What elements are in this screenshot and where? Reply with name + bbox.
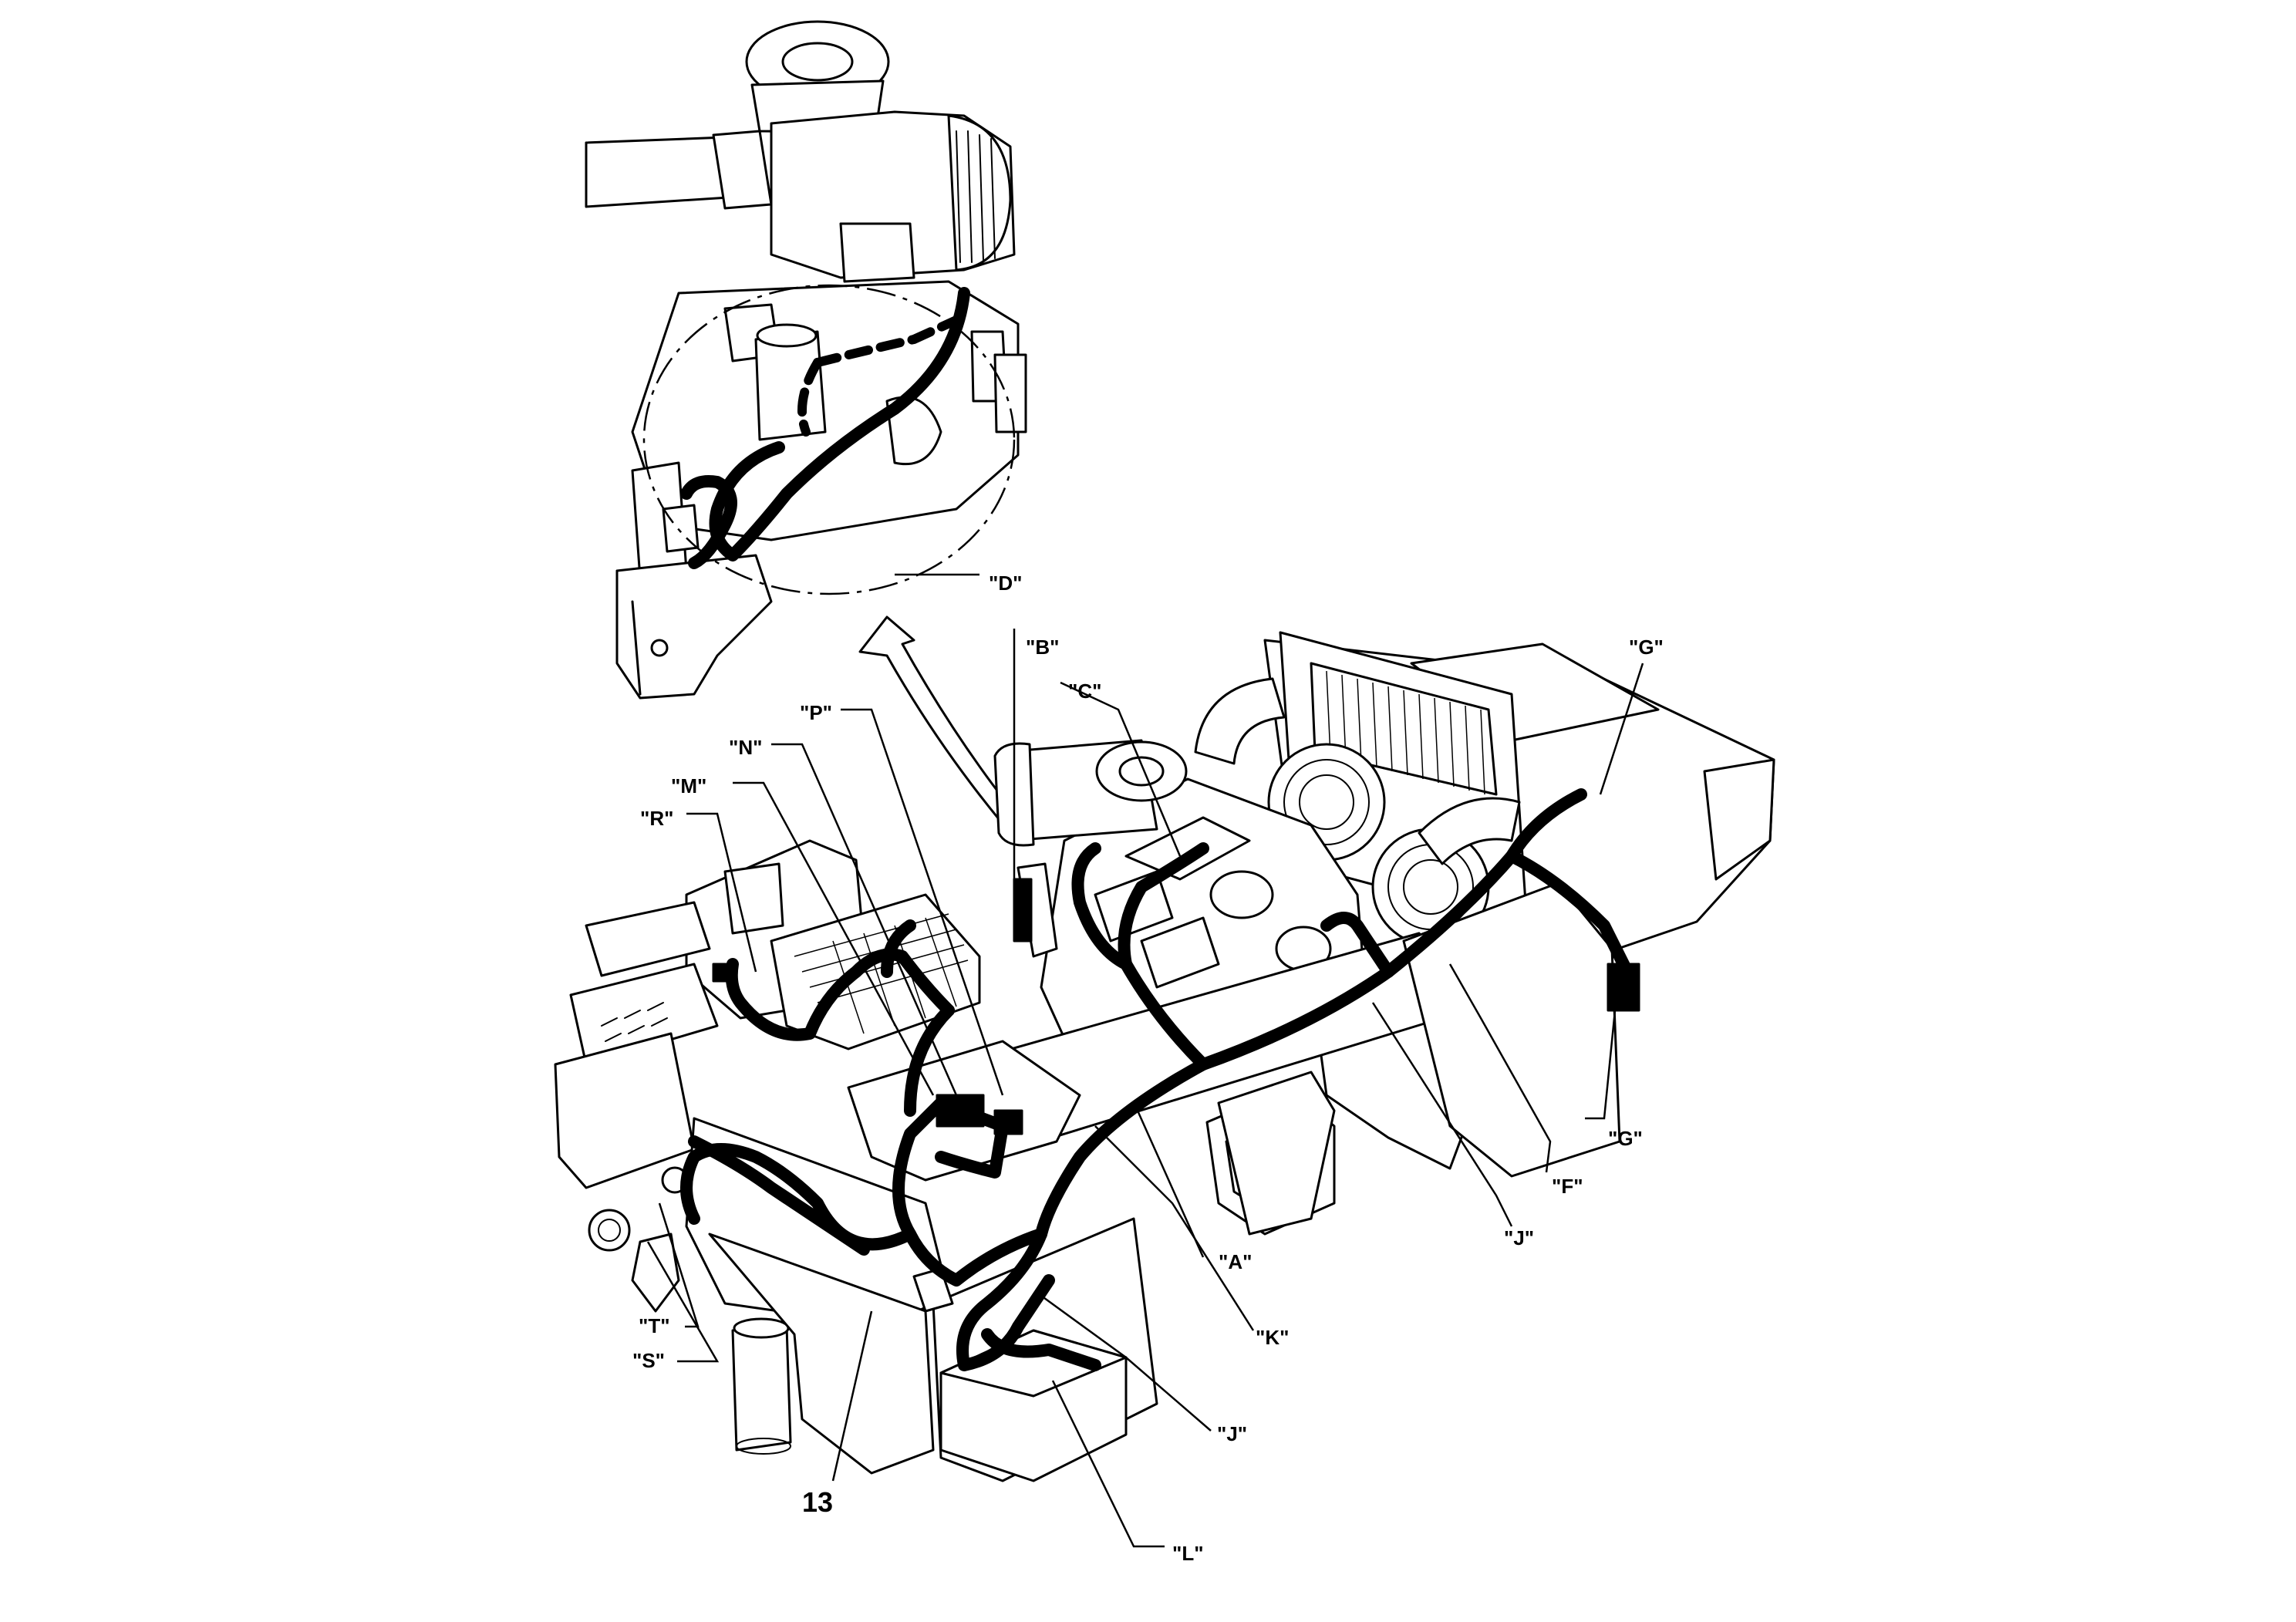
- callout-j-right: "J": [1504, 1226, 1534, 1249]
- detail-harness: [709, 287, 970, 561]
- callout-a: "A": [1219, 1250, 1252, 1273]
- detail-view: [585, 20, 1027, 825]
- connector-r: [712, 963, 732, 983]
- item-number-13: 13: [802, 1486, 833, 1518]
- callout-k: "K": [1256, 1326, 1289, 1349]
- callout-g-top: "G": [1629, 636, 1664, 659]
- callout-l: "L": [1172, 1542, 1204, 1565]
- leader-lines: [646, 573, 1644, 1548]
- callout-n: "N": [729, 736, 762, 759]
- operator-platform: [569, 963, 719, 1066]
- detail-circle-d: [642, 284, 1016, 595]
- main-harness: [892, 788, 1587, 1286]
- callout-c: "C": [1068, 679, 1101, 703]
- callout-m: "M": [671, 774, 706, 798]
- callout-s: "S": [632, 1349, 665, 1372]
- callout-f: "F": [1552, 1175, 1583, 1198]
- fuel-filter: [731, 1325, 792, 1452]
- callout-r: "R": [640, 807, 673, 830]
- callout-labels: "D" "B" "C" "P" "N" "M" "R" "G" "G" "F" …: [632, 572, 1664, 1565]
- main-view: [554, 631, 1775, 1482]
- callout-d: "D": [989, 572, 1022, 595]
- connector-n: [936, 1094, 985, 1128]
- detail-arrow: [858, 615, 1020, 825]
- callout-j-bottom: "J": [1217, 1422, 1247, 1445]
- pedal-s: [588, 1209, 631, 1252]
- callout-t: "T": [639, 1314, 670, 1337]
- callout-g-bottom: "G": [1608, 1127, 1643, 1150]
- connector-g: [1607, 963, 1640, 1012]
- connector-b: [1013, 878, 1033, 943]
- callout-b: "B": [1026, 636, 1059, 659]
- callout-p: "P": [800, 701, 832, 724]
